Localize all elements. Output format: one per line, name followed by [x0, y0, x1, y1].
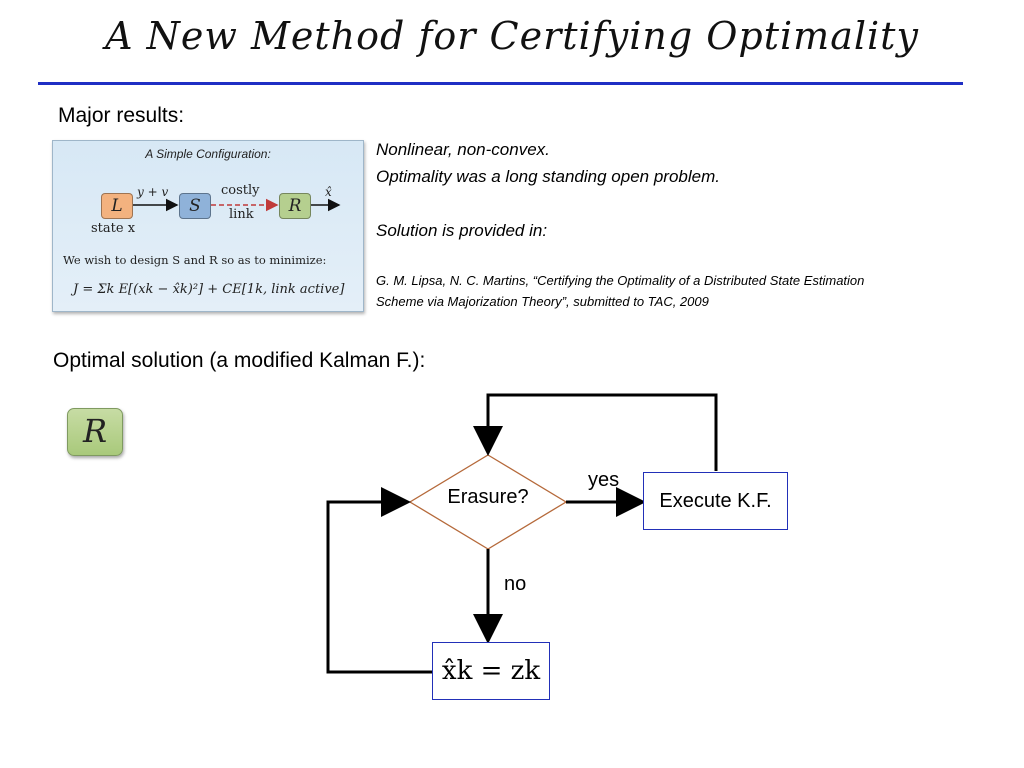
figure-arrows [133, 198, 341, 212]
cost-formula: J = Σk E[(xk − x̂k)²] + CE[1k, link acti… [73, 282, 345, 297]
figure-caption: A Simple Configuration: [145, 147, 271, 161]
node-L: L [101, 193, 133, 219]
edge-ls-label: y + v [137, 185, 169, 199]
node-R: R [279, 193, 311, 219]
yes-label: yes [588, 469, 620, 491]
feedback-arrow-top [473, 393, 718, 471]
receiver-R-badge: R [67, 408, 123, 456]
output-label: x̂ [325, 185, 332, 199]
assign-estimate-box: x̂k = zk [432, 642, 550, 700]
feedback-arrow-left [326, 487, 432, 674]
decision-label: Erasure? [447, 486, 529, 508]
no-label: no [504, 573, 527, 595]
reference-line-1: G. M. Lipsa, N. C. Martins, “Certifying … [376, 273, 865, 288]
result-line-1: Nonlinear, non-convex. [376, 140, 550, 159]
edge-sr-label-bottom: link [229, 207, 254, 222]
title-divider [38, 82, 963, 85]
result-line-2: Optimality was a long standing open prob… [376, 167, 720, 186]
result-line-3: Solution is provided in: [376, 221, 548, 240]
execute-kf-box: Execute K.F. [643, 472, 788, 530]
major-results-heading: Major results: [58, 104, 185, 127]
node-S: S [179, 193, 211, 219]
design-text: We wish to design S and R so as to minim… [63, 253, 327, 267]
reference-line-2: Scheme via Majorization Theory”, submitt… [376, 294, 709, 309]
state-label: state x [91, 221, 136, 236]
simple-configuration-figure: A Simple Configuration: L S R y + v cost… [52, 140, 364, 312]
optimal-solution-heading: Optimal solution (a modified Kalman F.): [53, 349, 426, 372]
edge-sr-label-top: costly [221, 183, 260, 198]
slide-title: A New Method for Certifying Optimality [105, 14, 919, 58]
